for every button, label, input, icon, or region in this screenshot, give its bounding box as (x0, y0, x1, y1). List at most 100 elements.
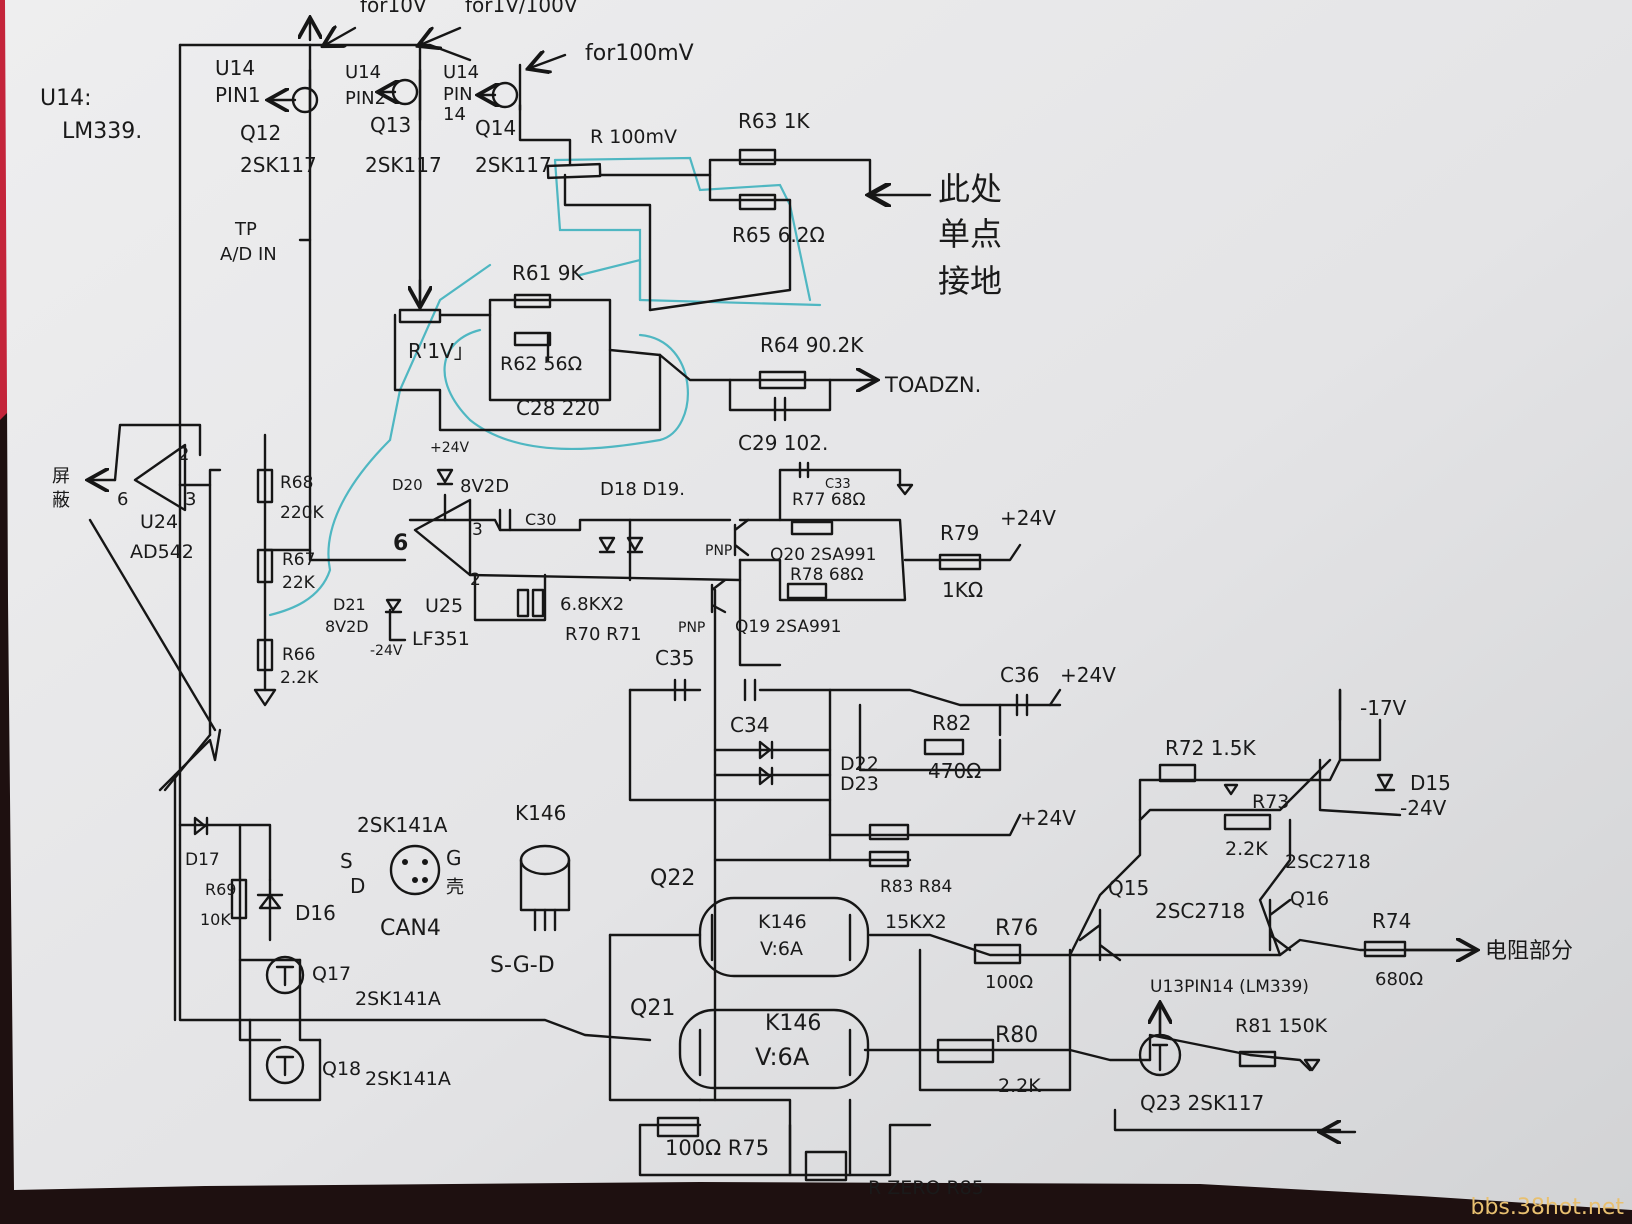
label-components-u24_pin2: 2 (178, 444, 189, 465)
label-notes-q12_pin-0: U14 (215, 56, 255, 80)
label-components-r100mv: R 100mV (590, 126, 677, 148)
label-components-c29: C29 102. (738, 431, 828, 455)
label-components-p24_b: +24V (1060, 663, 1116, 687)
label-components-c30: C30 (525, 510, 557, 529)
label-components-c33: C33 (825, 477, 851, 492)
to-adzn-label: TOADZN. (884, 373, 981, 397)
label-components-d16: D16 (295, 901, 336, 925)
label-components-q22: Q22 (650, 866, 695, 891)
label-components-r82-1: 470Ω (928, 759, 981, 783)
label-components-r85: R ZERO R85 (868, 1177, 984, 1199)
label-components-r76-0: R76 (995, 916, 1038, 941)
label-components-u24-1: AD542 (130, 541, 194, 563)
note-for10v: for10V (360, 0, 427, 17)
resistance-section-label: 电阻部分 (1485, 939, 1573, 964)
label-components-d21: D21 (333, 595, 366, 614)
label-components-u25_pin2: 2 (470, 570, 481, 590)
label-components-q19: Q19 2SA991 (735, 617, 841, 637)
label-components-vm24: -24V (370, 643, 403, 659)
label-components-r74-0: R74 (1372, 909, 1411, 933)
label-notes-k146_pins: S-G-D (490, 953, 555, 978)
label-components-q17-1: 2SK141A (355, 988, 441, 1010)
label-components-m24v: -24V (1400, 796, 1447, 820)
label-components-q22_chip-0: K146 (758, 911, 807, 933)
label-components-r70r71-0: 6.8KX2 (560, 594, 624, 615)
label-components-r82-0: R82 (932, 711, 971, 735)
label-components-v8_2d_a: 8V2D (460, 476, 509, 497)
label-notes-screen_1: 屏 (52, 466, 70, 487)
label-notes-tp-1: A/D IN (220, 244, 277, 265)
label-components-q16-1: Q16 (1290, 888, 1329, 910)
label-components-m17v: -17V (1360, 696, 1407, 720)
label-components-q23: Q23 2SK117 (1140, 1091, 1264, 1115)
label-components-q15-1: 2SC2718 (1155, 899, 1245, 923)
label-components-q12-1: 2SK117 (240, 153, 317, 177)
label-components-q13-1: 2SK117 (365, 153, 442, 177)
label-notes-u13_label: U13PIN14 (LM339) (1150, 977, 1309, 997)
label-components-c28: C28 220 (516, 396, 600, 420)
label-notes-can4_s: S (340, 849, 353, 873)
label-components-r73-0: R73 (1252, 791, 1289, 813)
label-notes-tp-0: TP (234, 219, 257, 240)
label-components-q17-0: Q17 (312, 963, 351, 985)
label-components-q16-0: 2SC2718 (1285, 851, 1371, 873)
label-notes-q13_pin-1: PIN2 (345, 88, 386, 109)
label-components-r77: R77 68Ω (792, 490, 865, 510)
label-components-r66-0: R66 (282, 645, 315, 665)
label-notes-single_point_ground-1: 单点 (938, 215, 1002, 253)
wiring (88, 43, 1462, 1177)
label-components-q21_chip-1: V:6A (755, 1043, 810, 1071)
title-u14: U14: (40, 86, 92, 111)
label-components-v8_2d_b: 8V2D (325, 617, 369, 636)
label-components-r78: R78 68Ω (790, 565, 863, 585)
label-components-r69-0: R69 (205, 880, 236, 899)
label-components-r62: R62 56Ω (500, 353, 582, 375)
label-notes-q13_pin-0: U14 (345, 62, 381, 83)
label-components-r81: R81 150K (1235, 1015, 1328, 1037)
label-components-r66-1: 2.2K (280, 668, 319, 688)
label-components-r65: R65 6.2Ω (732, 223, 825, 247)
label-components-r79-0: R79 (940, 521, 979, 545)
label-components-d15: D15 (1410, 771, 1451, 795)
label-components-r83r84: R83 R84 (880, 877, 952, 897)
label-components-d22d23-0: D22 (840, 753, 879, 775)
label-components-p24_a: +24V (1000, 506, 1056, 530)
label-components-v24p: +24V (430, 440, 470, 456)
label-notes-single_point_ground-0: 此处 (938, 170, 1002, 208)
label-notes-q12_pin-1: PIN1 (215, 83, 261, 107)
label-components-r64: R64 90.2K (760, 333, 864, 357)
label-components-q21: Q21 (630, 996, 675, 1021)
label-notes-can4_title: 2SK141A (357, 813, 448, 837)
label-components-r67-0: R67 (282, 550, 315, 570)
label-components-q22_15k: 15KX2 (885, 911, 947, 933)
label-components-q14-1: 2SK117 (475, 153, 552, 177)
label-components-r76-1: 100Ω (985, 972, 1033, 993)
note-for100mv: for100mV (585, 41, 694, 66)
labels: U14: LM339. for10V for1V/100V for100mV U… (40, 0, 1573, 1199)
label-components-r68-1: 220K (280, 503, 324, 523)
label-notes-q14_pin-2: 14 (443, 104, 466, 125)
label-components-q14-0: Q14 (475, 116, 516, 140)
label-components-r1v: R'1V」 (408, 339, 474, 363)
label-components-pnp_b: PNP (678, 620, 705, 636)
label-components-u25_pin6: 6 (393, 531, 408, 556)
label-components-q13-0: Q13 (370, 113, 411, 137)
label-components-r74-1: 680Ω (1375, 969, 1423, 990)
label-components-q21_chip-0: K146 (765, 1011, 821, 1036)
label-components-q18-1: 2SK141A (365, 1068, 451, 1090)
watermark: bbs.38hot.net (1470, 1195, 1624, 1220)
component-symbols (90, 20, 1475, 1182)
label-components-r70r71-1: R70 R71 (565, 624, 642, 645)
label-notes-k146_title: K146 (515, 801, 566, 825)
label-notes-can4_d: D (350, 874, 365, 898)
label-components-c34: C34 (730, 713, 769, 737)
label-components-u25-1: LF351 (412, 628, 470, 650)
label-notes-can4_label: CAN4 (380, 916, 441, 941)
cyan-traces (268, 156, 822, 617)
label-components-r72: R72 1.5K (1165, 736, 1257, 760)
label-notes-q14_pin-0: U14 (443, 62, 479, 83)
label-components-q18-0: Q18 (322, 1058, 361, 1080)
label-components-r73-1: 2.2K (1225, 838, 1268, 860)
label-components-u25-0: U25 (425, 595, 463, 617)
